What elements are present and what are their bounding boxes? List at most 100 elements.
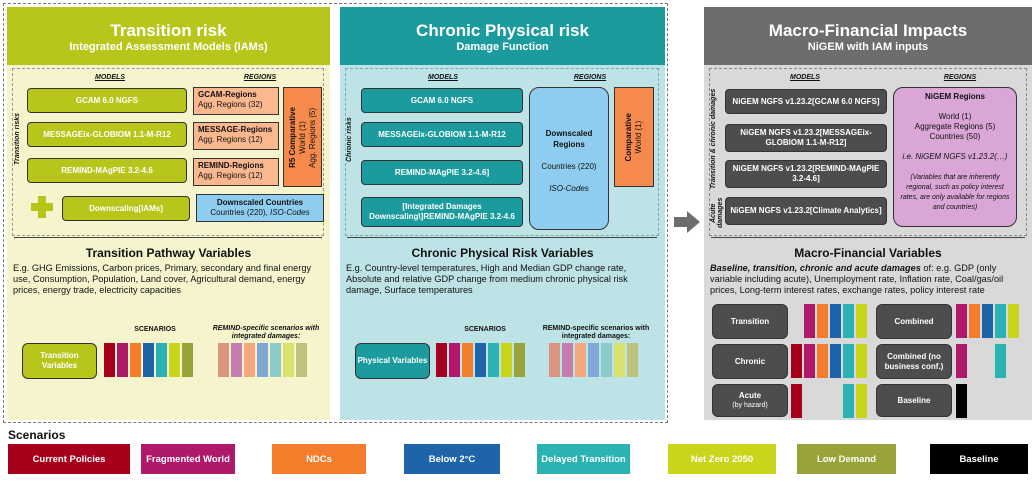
swatch [956,384,967,418]
chronic-regions-header: REGIONS [573,74,607,81]
macro-acute-button[interactable]: Acute (by hazard) [712,384,788,417]
swatch [982,304,993,338]
chronic-model-message[interactable]: MESSAGEix-GLOBIOM 1.1-M-R12 [361,122,523,147]
transition-model-message[interactable]: MESSAGEix-GLOBIOM 1.1-M-R12 [27,122,187,147]
transition-r5-box[interactable]: R5 Comparative World (1) Agg. Regions (5… [283,87,322,187]
region-name: GCAM-Regions [198,90,257,99]
chronic-variables-title: Chronic Physical Risk Variables [411,246,594,260]
macro-transition-button[interactable]: Transition [712,304,788,339]
transition-models-header: MODELS [95,74,125,81]
swatch [856,344,867,378]
macro-combined-nbc-button[interactable]: Combined (no business conf.) [876,344,952,379]
transition-separator [14,237,322,238]
macro-combined-nbc-swatches [956,344,1026,378]
macro-model-message[interactable]: NiGEM NGFS v1.23.2[MESSAGEix-GLOBIOM 1.1… [725,124,887,152]
chronic-header: Chronic Physical risk Damage Function [340,7,665,65]
swatch [143,343,154,377]
swatch [501,343,512,377]
macro-side-label-1: Transition & chronic damages [710,88,717,190]
legend-delayed-transition[interactable]: Delayed Transition [537,444,630,474]
transition-region-message[interactable]: MESSAGE-Regions Agg. Regions (12) [193,122,279,150]
transition-model-frame [12,68,324,236]
region-sub: Agg. Regions (32) [198,100,263,109]
swatch [956,304,967,338]
downscaled-countries: Countries (220) [541,162,597,171]
transition-subtitle: Integrated Assessment Models (IAMs) [69,41,268,53]
macro-combined-swatches [956,304,1026,338]
legend-title: Scenarios [8,428,66,442]
swatch [244,343,255,377]
macro-nigem-regions[interactable]: NiGEM Regions World (1) Aggregate Region… [893,87,1017,227]
swatch [1008,304,1019,338]
swatch [856,304,867,338]
r5-agg: Agg. Regions (5) [307,106,317,168]
swatch [588,343,599,377]
transition-scenario-swatches [104,343,199,377]
macro-variables-body: of: e.g. GDP (only variable including ac… [710,263,1004,295]
swatch [856,384,867,418]
swatch [449,343,460,377]
swatch [514,343,525,377]
chronic-variables-desc: E.g. Country-level temperatures, High an… [346,263,628,295]
swatch [817,344,828,378]
physical-variables-button[interactable]: Physical Variables [355,343,430,379]
swatch [804,344,815,378]
r5-title: R5 Comparative [287,106,297,168]
swatch [843,304,854,338]
chronic-scenarios-label: SCENARIOS [464,326,506,333]
legend-net-zero-2050[interactable]: Net Zero 2050 [668,444,776,474]
swatch [627,343,638,377]
comparative-title: Comparative [624,112,633,162]
legend-baseline[interactable]: Baseline [930,444,1028,474]
macro-variables-title: Macro-Financial Variables [794,246,942,260]
macro-title: Macro-Financial Impacts [768,21,968,40]
swatch [995,304,1006,338]
swatch [104,343,115,377]
swatch [614,343,625,377]
transition-region-gcam[interactable]: GCAM-Regions Agg. Regions (32) [193,87,279,115]
chronic-downscaled-regions[interactable]: Downscaled Regions Countries (220) ISO-C… [529,87,609,230]
macro-model-frame [709,68,1027,236]
downscaled-iso: ISO-Codes [549,184,589,193]
transition-regions-header: REGIONS [243,74,277,81]
macro-baseline-button[interactable]: Baseline [876,384,952,417]
macro-model-remind[interactable]: NiGEM NGFS v1.23.2[REMIND-MAgPIE 3.2-4.6… [725,160,887,188]
macro-subtitle: NiGEM with IAM inputs [807,41,929,53]
transition-title: Transition risk [110,21,227,40]
macro-model-climate[interactable]: NiGEM NGFS v1.23.2[Climate Analytics] [725,197,887,225]
swatch [156,343,167,377]
legend-below-2c[interactable]: Below 2°C [404,444,500,474]
region-name: REMIND-Regions [198,161,264,170]
macro-variables-lead: Baseline, transition, chronic and acute … [710,263,921,273]
swatch [475,343,486,377]
transition-region-remind[interactable]: REMIND-Regions Agg. Regions (12) [193,158,279,186]
macro-header: Macro-Financial Impacts NiGEM with IAM i… [704,7,1032,65]
macro-models-header: MODELS [790,74,820,81]
chronic-models-header: MODELS [428,74,458,81]
chronic-model-integrated[interactable]: [Integrated Damages Downscaling\]REMIND-… [361,197,523,227]
transition-model-remind[interactable]: REMIND-MAgPIE 3.2-4.6 [27,158,187,183]
legend-ndcs[interactable]: NDCs [272,444,366,474]
legend-low-demand[interactable]: Low Demand [797,444,896,474]
transition-downscaling[interactable]: Downscaling[IAMs] [62,196,190,221]
transition-header: Transition risk Integrated Assessment Mo… [7,7,330,65]
transition-variables-title: Transition Pathway Variables [85,246,252,260]
swatch [169,343,180,377]
acute-label: Acute [738,390,762,400]
legend-current-policies[interactable]: Current Policies [8,444,130,474]
macro-combined-button[interactable]: Combined [876,304,952,339]
legend-fragmented-world[interactable]: Fragmented World [141,444,235,474]
chronic-model-remind[interactable]: REMIND-MAgPIE 3.2-4.6] [361,160,523,185]
chronic-separator [347,237,657,238]
chronic-model-gcam[interactable]: GCAM 6.0 NGFS [361,88,523,113]
chronic-comparative[interactable]: Comparative World (1) [614,87,654,187]
macro-model-gcam[interactable]: NiGEM NGFS v1.23.2[GCAM 6.0 NGFS] [725,89,887,114]
macro-chronic-button[interactable]: Chronic [712,344,788,379]
transition-model-gcam[interactable]: GCAM 6.0 NGFS [27,88,187,113]
swatch [804,304,815,338]
chronic-side-label: Chronic risks [346,117,353,163]
transition-downscaled-countries[interactable]: Downscaled Countries Countries (220), IS… [196,194,324,222]
transition-variables-button[interactable]: Transition Variables [22,343,97,379]
nigem-regions-title: NiGEM Regions [924,92,985,101]
macro-transition-swatches [804,304,874,338]
